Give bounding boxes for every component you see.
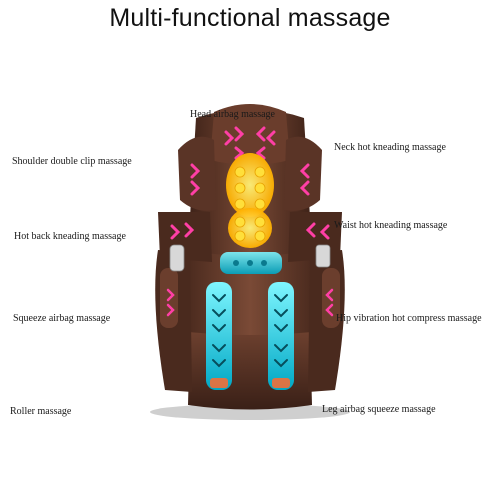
label-leg-airbag: Leg airbag squeeze massage: [322, 404, 436, 415]
label-roller-massage: Roller massage: [10, 406, 72, 417]
label-squeeze-airbag: Squeeze airbag massage: [13, 313, 111, 324]
page-title: Multi-functional massage: [109, 4, 391, 32]
label-head-airbag: Head airbag massage: [190, 109, 275, 120]
label-hip-vibration: Hip vibration hot compress massage: [336, 313, 482, 324]
label-shoulder-clip: Shoulder double clip massage: [12, 156, 132, 167]
label-waist-kneading: Waist hot kneading massage: [334, 220, 448, 231]
label-hot-back-kneading: Hot back kneading massage: [14, 231, 126, 242]
label-neck-kneading: Neck hot kneading massage: [334, 142, 446, 153]
